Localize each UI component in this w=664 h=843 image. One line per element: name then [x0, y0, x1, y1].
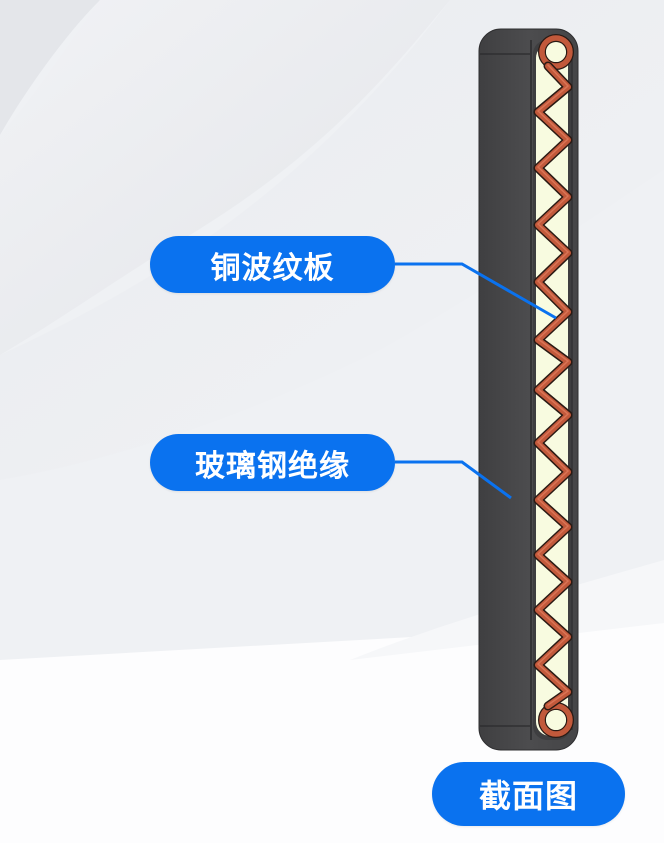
label-text: 玻璃钢绝缘 — [195, 448, 350, 484]
label-text: 铜波纹板 — [210, 250, 335, 286]
label-text: 截面图 — [478, 777, 578, 815]
leader-line-frp — [395, 460, 512, 500]
label-frp-insulation: 玻璃钢绝缘 — [150, 434, 395, 491]
leader-line-copper — [395, 262, 557, 320]
label-copper-corrugated-plate: 铜波纹板 — [150, 236, 395, 293]
copper-corrugated-plate — [533, 34, 574, 738]
label-cross-section: 截面图 — [432, 762, 625, 826]
